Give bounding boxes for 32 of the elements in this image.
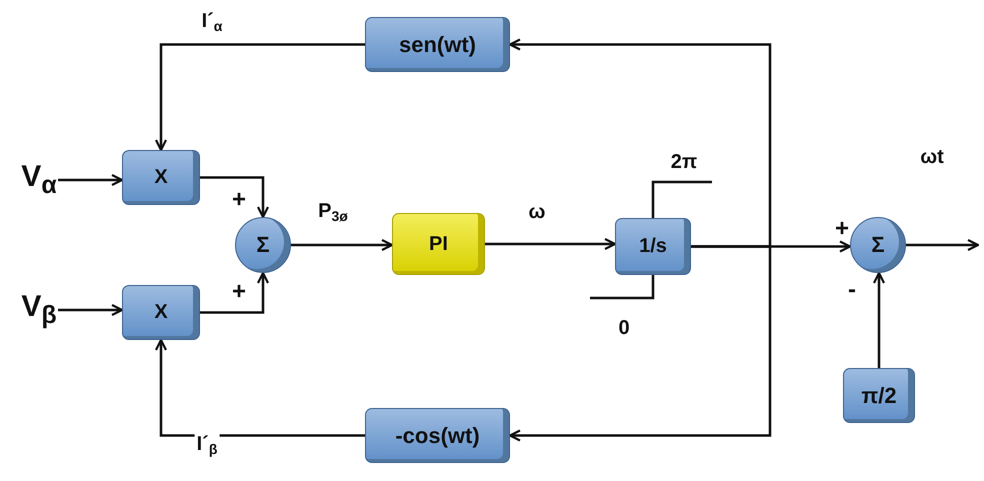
integrator-block: 1/s xyxy=(615,218,691,275)
constant-block: π/2 xyxy=(843,368,915,423)
signal-arrow xyxy=(508,245,772,442)
sign-label: + xyxy=(232,188,246,212)
summing-junction: Σ xyxy=(850,217,906,273)
signal-arrow xyxy=(872,272,886,368)
input-signal-label: V$_{α}$ xyxy=(20,160,58,200)
edge-label: I´$_{α}$ xyxy=(200,10,224,34)
signal-arrow xyxy=(200,272,270,314)
input-signal-label: V$_{β}$ xyxy=(20,288,58,332)
signal-arrow xyxy=(485,238,616,250)
multiplier-block: X xyxy=(122,150,200,205)
sign-label: + xyxy=(232,280,246,304)
sign-label: + xyxy=(835,217,849,241)
controller-block: PI xyxy=(392,213,485,275)
edge-label: I´$_{β}$ xyxy=(194,434,220,456)
edge-label: P$_{3ø}$ xyxy=(316,200,350,224)
function-block: -cos(wt) xyxy=(365,408,510,463)
sign-label: - xyxy=(848,278,856,302)
summing-junction: Σ xyxy=(235,217,291,273)
sign-label: 0 xyxy=(618,318,630,338)
signal-arrow xyxy=(291,238,394,252)
signal-arrow xyxy=(508,38,772,248)
multiplier-block: X xyxy=(122,285,200,340)
sign-label: 2π xyxy=(670,152,698,172)
signal-arrow xyxy=(154,43,365,152)
signal-arrow xyxy=(906,238,980,252)
signal-arrow xyxy=(58,174,124,186)
function-block: sen(wt) xyxy=(365,17,510,72)
signal-arrow xyxy=(58,304,124,316)
signal-arrow xyxy=(154,338,365,437)
signal-arrow xyxy=(200,176,270,218)
